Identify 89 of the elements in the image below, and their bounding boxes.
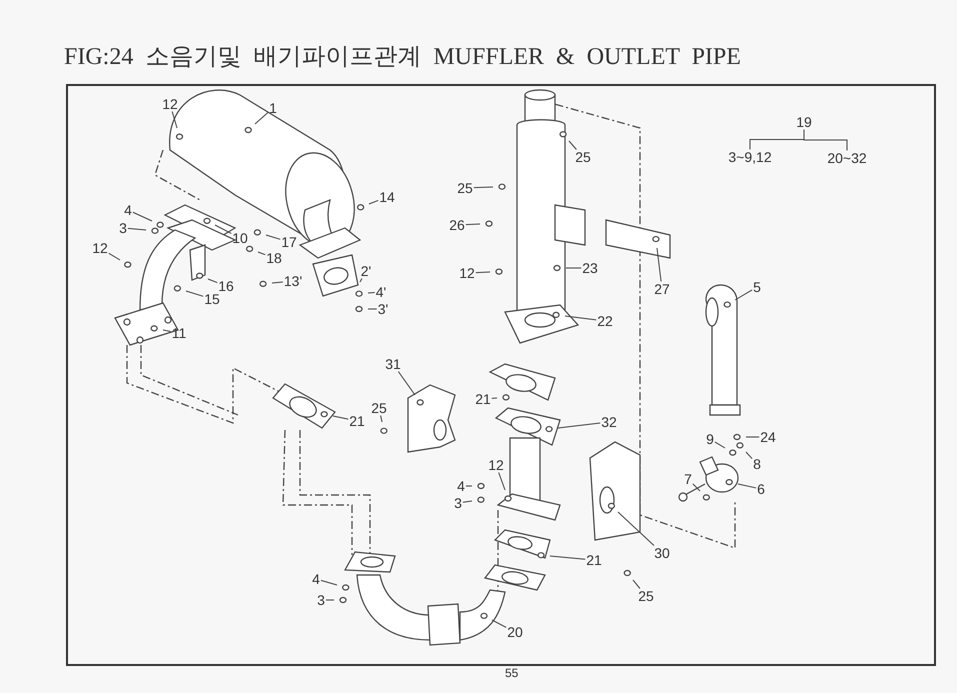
leader-line — [473, 186, 494, 188]
callout-number: 18 — [265, 250, 283, 266]
leader-line — [656, 248, 662, 282]
callout-number: 13' — [282, 274, 304, 288]
leader-line — [360, 278, 362, 282]
leader-line — [738, 484, 757, 488]
leader-line — [568, 140, 577, 150]
leader-line — [127, 228, 146, 230]
leader-line — [734, 289, 753, 300]
leader-line — [208, 278, 218, 284]
leader-line — [491, 398, 498, 399]
callout-number: 22 — [596, 314, 614, 328]
page-number: 55 — [505, 666, 518, 680]
callout-number: 1 — [268, 100, 278, 116]
tree-line — [804, 129, 848, 151]
leader-line — [398, 371, 416, 396]
callout-number: 3 — [316, 592, 326, 608]
callout-number: 3 — [453, 496, 463, 510]
part-group-label: 20~32 — [826, 150, 868, 166]
leader-line — [254, 112, 269, 124]
callout-number: 30 — [653, 546, 671, 560]
leader-line — [320, 580, 338, 586]
callout-number: 12 — [458, 266, 476, 280]
leader-line — [618, 512, 654, 546]
leader-line — [162, 330, 172, 332]
leader-line — [272, 281, 284, 284]
callout-number: 16 — [217, 278, 235, 294]
callout-number: 4' — [374, 284, 388, 300]
leader-line — [692, 483, 700, 492]
leader-line — [368, 200, 379, 204]
leader-line — [746, 436, 760, 438]
callout-number: 7 — [683, 472, 693, 486]
leader-line — [550, 556, 586, 560]
callout-number: 6 — [756, 482, 766, 496]
callout-number: 9 — [705, 432, 715, 446]
callout-number: 5 — [752, 280, 762, 294]
callout-number: 10 — [231, 230, 249, 246]
part-group-label: 3~9,12 — [727, 150, 773, 164]
callout-number: 25 — [370, 400, 388, 416]
callout-number: 4 — [311, 572, 321, 586]
leader-line — [258, 252, 266, 256]
leader-line — [108, 252, 120, 260]
callout-number: 32 — [600, 414, 618, 430]
leader-line — [462, 500, 472, 503]
callout-number: 21 — [585, 552, 603, 568]
leader-line — [564, 316, 597, 320]
callout-number: 15 — [203, 292, 221, 306]
leader-line — [498, 472, 506, 490]
leader-line — [368, 292, 376, 294]
callout-number: 25 — [637, 588, 655, 604]
callout-number: 21 — [348, 414, 366, 428]
leader-line — [558, 422, 601, 428]
leader-line — [632, 580, 640, 589]
callout-number: 2' — [360, 264, 372, 278]
callout-number: 4 — [123, 202, 133, 218]
leader-line — [380, 415, 382, 422]
leader-line — [132, 212, 152, 222]
leader-line — [714, 441, 726, 448]
callout-number: 12 — [91, 240, 109, 256]
leader-line — [332, 416, 349, 420]
figure-title: FIG:24 소음기및 배기파이프관계 MUFFLER & OUTLET PIPE — [64, 43, 741, 72]
callout-number: 25 — [456, 180, 474, 196]
callout-number: 23 — [581, 260, 599, 276]
callout-number: 8 — [752, 456, 762, 472]
callout-number: 24 — [759, 430, 777, 444]
callout-number: 20 — [506, 624, 524, 640]
leader-line — [266, 234, 281, 240]
callout-number: 4 — [456, 478, 466, 494]
part-group-label: 19 — [795, 114, 813, 130]
leader-line — [465, 224, 480, 226]
callout-number: 26 — [448, 218, 466, 232]
callout-number: 14 — [378, 190, 396, 204]
callout-number: 21 — [474, 392, 492, 406]
callout-number: 27 — [653, 282, 671, 296]
leader-line — [186, 290, 204, 297]
callout-number: 31 — [384, 356, 402, 372]
callout-number: 11 — [170, 326, 188, 340]
callout-number: 12 — [161, 96, 179, 112]
leader-line — [368, 308, 378, 310]
leader-line — [214, 224, 232, 234]
leader-line — [172, 111, 178, 128]
callout-number: 17 — [280, 234, 298, 250]
leader-line — [746, 452, 753, 460]
callout-number: 12 — [487, 458, 505, 472]
leader-line — [475, 272, 490, 274]
callout-number: 25 — [574, 150, 592, 164]
callout-number: 3' — [376, 302, 390, 316]
leader-line — [492, 620, 507, 628]
callout-number: 3 — [118, 220, 128, 236]
